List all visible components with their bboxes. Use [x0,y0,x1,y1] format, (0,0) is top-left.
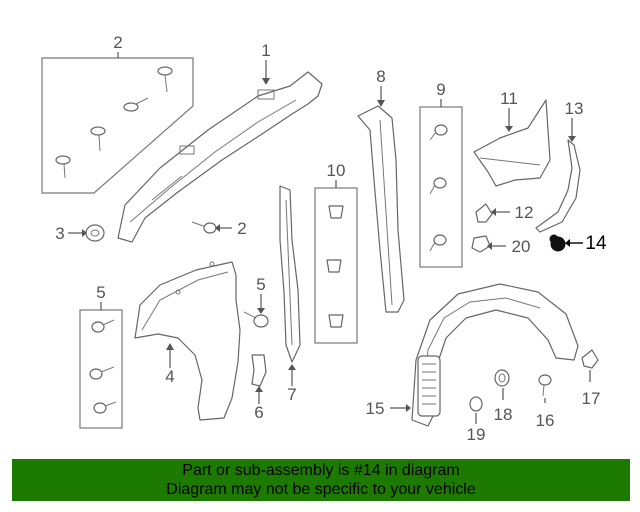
callout-12: 12 [515,203,534,222]
part-8-bracket [357,86,405,313]
callout-9: 9 [436,80,445,99]
callout-3: 3 [55,224,64,243]
callout-19: 19 [467,425,486,444]
callout-18: 18 [494,405,513,424]
callout-2-top: 2 [113,33,122,52]
callout-17: 17 [582,389,601,408]
part-20-nut [471,235,506,253]
callout-13: 13 [565,99,584,118]
part-14-highlighted [549,234,583,252]
callout-1: 1 [261,41,270,60]
part-19-plug [469,396,483,424]
part-4-fender [134,261,241,421]
callout-10: 10 [327,161,346,180]
part-13-seal [535,118,581,233]
callout-5-screw: 5 [256,275,265,294]
callout-5-kit: 5 [96,283,105,302]
part-3-grommet [68,224,105,242]
part-5-screw [243,294,269,328]
part-11-shield [473,99,551,187]
part-15-liner [390,283,579,427]
part-2-screw [191,221,232,234]
part-7-strip [279,185,301,386]
part-1-panel [117,60,323,243]
callout-labels: 2 1 3 2 5 5 4 6 7 8 9 10 11 12 13 14 20 … [55,33,607,444]
part-16-screw [538,374,552,403]
callout-16: 16 [536,411,555,430]
callout-4: 4 [165,367,174,386]
part-2-kit [41,52,194,194]
callout-20: 20 [512,237,531,256]
part-10-kit [314,180,358,344]
banner-line-1: Part or sub-assembly is #14 in diagram [182,462,460,479]
parts-diagram: 2 1 3 2 5 5 4 6 7 8 9 10 11 12 13 14 20 … [41,33,607,444]
part-9-kit [419,99,463,268]
callout-6: 6 [254,403,263,422]
part-6-bracket [251,354,267,404]
callout-15: 15 [366,399,385,418]
part-12-clip [475,203,510,223]
callout-14: 14 [585,233,607,254]
info-banner: Part or sub-assembly is #14 in diagram D… [12,459,630,501]
callout-8: 8 [376,67,385,86]
part-18-grommet [494,369,510,400]
callout-2-screw: 2 [237,219,246,238]
callout-7: 7 [287,385,296,404]
part-17-clip [581,349,599,382]
banner-line-2: Diagram may not be specific to your vehi… [166,481,476,498]
part-5-kit [79,302,123,429]
callout-11: 11 [500,89,518,108]
